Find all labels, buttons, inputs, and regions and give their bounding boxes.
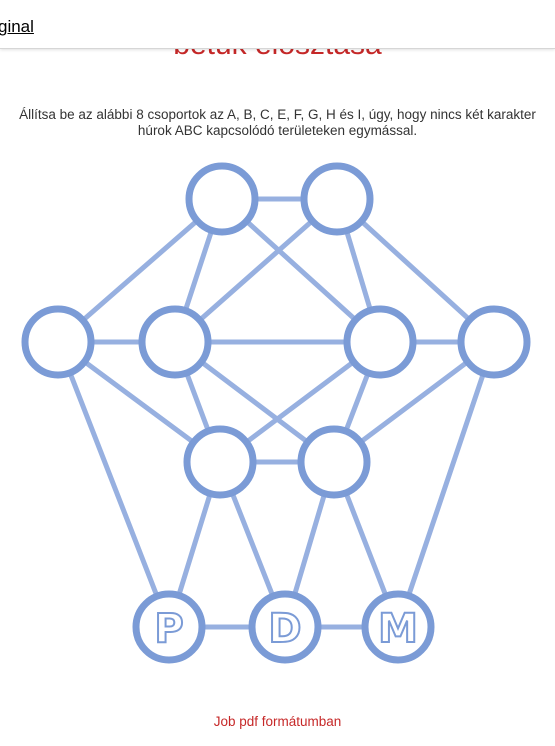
node-letter-d: D bbox=[268, 606, 301, 652]
top-bar: ginal bbox=[0, 0, 555, 49]
graph-node-d[interactable] bbox=[248, 590, 322, 664]
graph-node-mid-left[interactable] bbox=[138, 305, 212, 379]
puzzle-instructions: Állítsa be az alábbi 8 csoportok az A, B… bbox=[19, 107, 536, 138]
graph-edge bbox=[55, 339, 172, 630]
node-letter-m: M bbox=[378, 606, 418, 652]
graph-node-p[interactable] bbox=[132, 590, 206, 664]
node-letter-p: P bbox=[154, 606, 183, 652]
graph-node-mid-right[interactable] bbox=[343, 305, 417, 379]
graph-node-mid-far-right[interactable] bbox=[457, 305, 531, 379]
graph-node-lower-left[interactable] bbox=[183, 425, 257, 499]
graph-edge bbox=[395, 339, 497, 630]
graph-node-m[interactable] bbox=[361, 590, 435, 664]
graph-node-top-right[interactable] bbox=[300, 162, 374, 236]
graph-node-top-left[interactable] bbox=[185, 162, 259, 236]
graph-node-mid-far-left[interactable] bbox=[21, 305, 95, 379]
pdf-download-link[interactable]: Job pdf formátumban bbox=[213, 714, 342, 729]
graph-node-lower-right[interactable] bbox=[297, 425, 371, 499]
original-link[interactable]: ginal bbox=[0, 17, 34, 36]
